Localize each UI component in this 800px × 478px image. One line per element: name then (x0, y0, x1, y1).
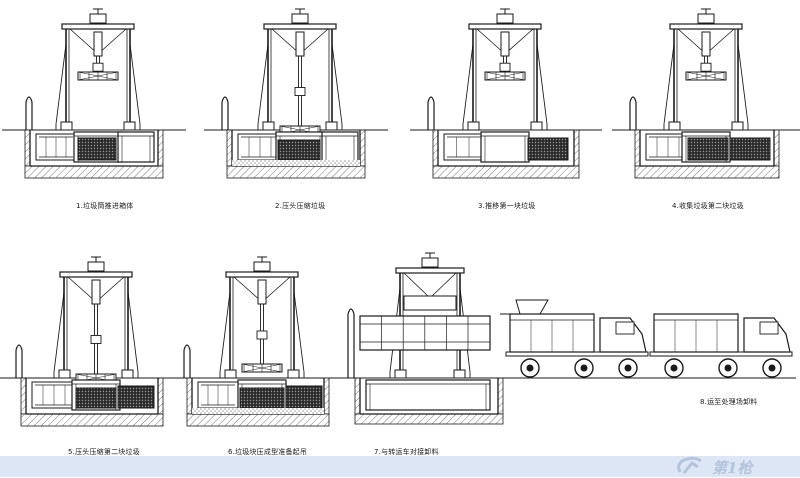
gantry-frame-3 (462, 8, 548, 131)
press-chamber-3 (480, 131, 530, 163)
garbage-block-6-1 (239, 387, 285, 409)
garbage-block-5-2 (117, 385, 155, 409)
press-head-2 (279, 31, 321, 135)
station-panel-1 (2, 8, 186, 179)
garbage-block-4-2 (729, 137, 771, 161)
press-head-3 (484, 31, 526, 81)
press-head-6 (241, 279, 283, 373)
step-caption-2: 2.压头压缩垃圾 (275, 202, 326, 210)
step-caption-8: 8.运至处理场卸料 (700, 398, 758, 406)
station-panel-3 (410, 8, 602, 179)
garbage-block-3-1 (527, 137, 569, 161)
step-caption-3: 3.推移第一块垃圾 (478, 202, 536, 210)
pit-platform-7 (365, 379, 491, 411)
gantry-frame-1 (55, 8, 141, 131)
gantry-frame-2 (257, 8, 343, 131)
station-panel-7 (332, 252, 526, 425)
feed-trolley-1 (35, 133, 77, 161)
garbage-block-5-1 (75, 387, 117, 409)
station-panel-6 (164, 256, 352, 427)
press-head-5 (75, 279, 117, 383)
brand-logo-icon (677, 456, 702, 474)
gantry-frame-5 (53, 256, 139, 379)
press-head-1 (77, 31, 119, 81)
step-caption-7: 7.与转运车对接卸料 (374, 448, 439, 456)
transfer-truck-unloading (649, 313, 793, 378)
lifted-container-7 (359, 315, 491, 351)
station-panel-5 (0, 256, 186, 427)
feed-trolley-2 (237, 133, 283, 161)
watermark-text: 第1枪 (712, 459, 753, 477)
press-head-4 (685, 31, 727, 81)
step-caption-4: 4.收集垃圾第二块垃圾 (672, 202, 744, 210)
step-caption-1: 1.垃圾筒推进箱体 (76, 202, 134, 210)
feed-trolley-5 (31, 381, 77, 409)
gantry-frame-6 (219, 256, 305, 379)
container-box-1 (117, 131, 155, 163)
feed-trolley-6 (197, 381, 239, 409)
garbage-block-6-2 (285, 385, 323, 409)
transfer-truck-loading (500, 299, 649, 378)
station-panel-2 (204, 8, 388, 179)
garbage-block-4-1 (687, 137, 729, 161)
footer-bar (0, 456, 800, 477)
garbage-block-1-1 (77, 137, 117, 161)
step-caption-5: 5.压头压缩第二块垃圾 (68, 448, 140, 456)
gantry-frame-4 (663, 8, 749, 131)
garbage-block-2-1 (277, 139, 321, 161)
step-caption-6: 6.垃圾块压成型准备起吊 (228, 448, 308, 456)
container-box-2 (321, 131, 359, 163)
station-panel-4 (612, 8, 800, 179)
watermark: 第1枪 (674, 455, 786, 477)
